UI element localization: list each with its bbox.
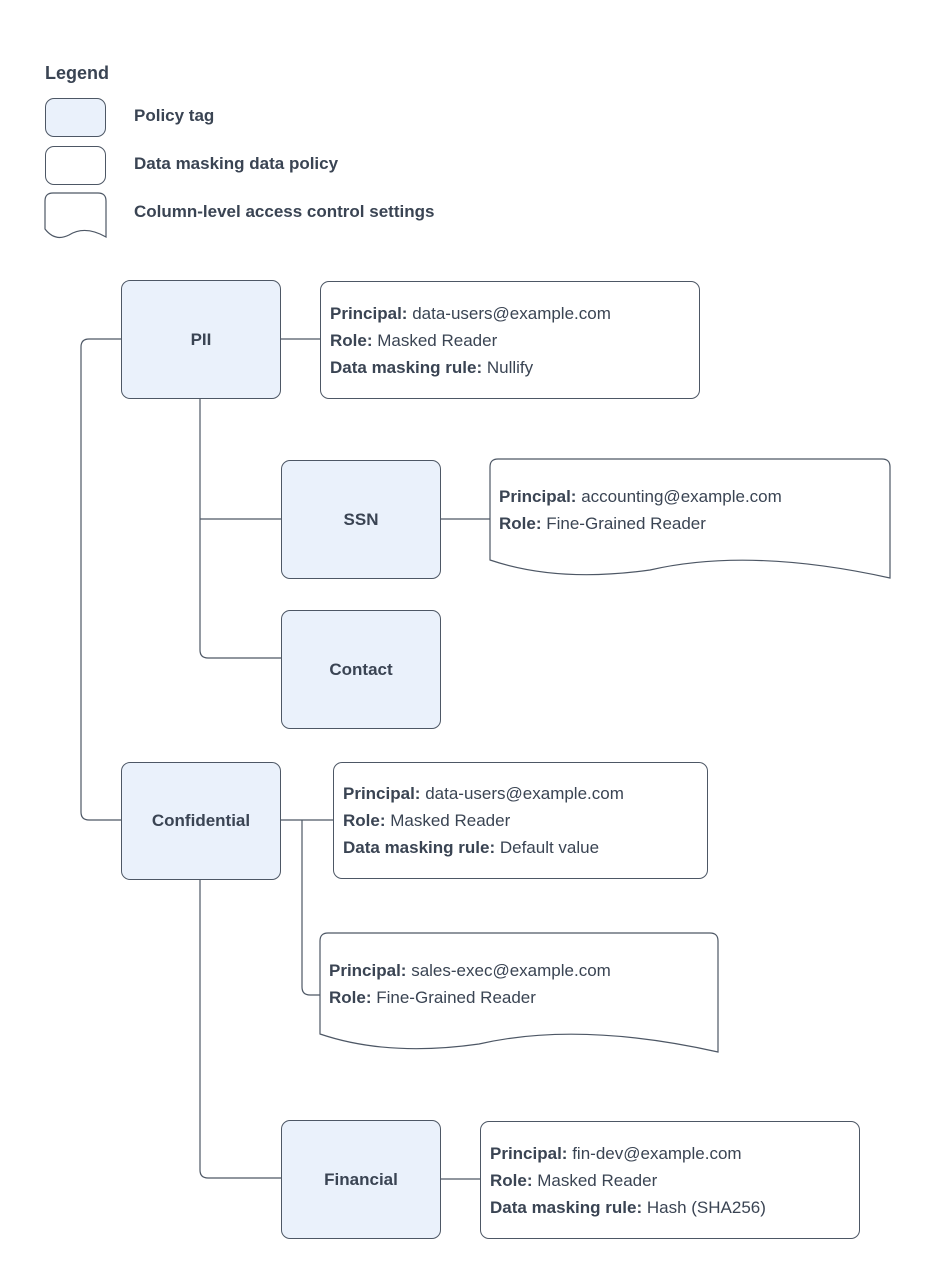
- field-value: accounting@example.com: [581, 487, 782, 506]
- connector-confidential-access: [301, 820, 320, 996]
- policy-tag-contact-label: Contact: [329, 659, 393, 679]
- policy-tag-ssn: SSN: [281, 460, 441, 579]
- policy-field: Principal: sales-exec@example.com: [329, 957, 718, 984]
- data-policy-pii: Principal: data-users@example.com Role: …: [320, 281, 700, 399]
- legend-access-settings-swatch: [44, 192, 107, 239]
- policy-tag-pii: PII: [121, 280, 281, 399]
- document-shape: [489, 458, 891, 579]
- access-settings-confidential: Principal: sales-exec@example.com Role: …: [319, 932, 719, 1054]
- field-label: Data masking rule:: [330, 357, 483, 377]
- field-label: Principal:: [329, 961, 407, 980]
- legend-policy-tag-swatch: [45, 98, 106, 137]
- policy-field: Role: Fine-Grained Reader: [499, 510, 890, 537]
- policy-tag-contact: Contact: [281, 610, 441, 729]
- policy-field: Principal: accounting@example.com: [499, 483, 890, 510]
- document-shape: [319, 932, 719, 1053]
- legend-data-policy-swatch: [45, 146, 106, 185]
- policy-field: Role: Fine-Grained Reader: [329, 984, 718, 1011]
- connector-pii-children-trunk: [199, 399, 281, 659]
- field-label: Principal:: [490, 1143, 568, 1163]
- field-label: Role:: [490, 1170, 533, 1190]
- legend-item-data-policy: Data masking data policy: [134, 154, 339, 173]
- policy-tag-confidential-label: Confidential: [151, 811, 251, 830]
- field-label: Role:: [343, 811, 386, 830]
- policy-tag-financial-label: Financial: [324, 1169, 398, 1189]
- connector-trunk-pii-confidential: [80, 338, 121, 821]
- field-label: Role:: [499, 514, 542, 533]
- policy-field: Principal: data-users@example.com: [343, 780, 707, 807]
- policy-tag-ssn-label: SSN: [343, 509, 379, 529]
- legend-item-access-settings: Column-level access control settings: [134, 202, 435, 221]
- field-value: Masked Reader: [377, 330, 498, 350]
- connector-confidential-financial: [199, 880, 281, 1179]
- field-value: Nullify: [486, 357, 534, 377]
- field-value: Fine-Grained Reader: [546, 514, 706, 533]
- field-label: Data masking rule:: [343, 838, 496, 857]
- policy-tag-financial: Financial: [281, 1120, 441, 1239]
- field-value: Default value: [499, 838, 600, 857]
- field-label: Data masking rule:: [490, 1197, 643, 1217]
- field-label: Role:: [330, 330, 373, 350]
- field-value: Hash (SHA256): [646, 1197, 766, 1217]
- policy-field: Role: Masked Reader: [330, 327, 699, 354]
- field-value: Masked Reader: [390, 811, 511, 830]
- data-policy-financial: Principal: fin-dev@example.com Role: Mas…: [480, 1121, 860, 1239]
- policy-tag-pii-label: PII: [190, 329, 212, 349]
- field-value: data-users@example.com: [425, 784, 624, 803]
- policy-field: Role: Masked Reader: [343, 807, 707, 834]
- policy-field: Principal: fin-dev@example.com: [490, 1140, 859, 1167]
- field-label: Principal:: [330, 303, 408, 323]
- field-value: Fine-Grained Reader: [376, 988, 536, 1007]
- policy-field: Data masking rule: Nullify: [330, 354, 699, 381]
- legend-item-policy-tag: Policy tag: [134, 106, 215, 125]
- field-value: sales-exec@example.com: [411, 961, 611, 980]
- access-settings-ssn: Principal: accounting@example.com Role: …: [489, 458, 891, 580]
- field-value: data-users@example.com: [412, 303, 611, 323]
- field-value: Masked Reader: [537, 1170, 658, 1190]
- field-label: Principal:: [343, 784, 421, 803]
- policy-field: Role: Masked Reader: [490, 1167, 859, 1194]
- policy-field: Principal: data-users@example.com: [330, 300, 699, 327]
- field-label: Role:: [329, 988, 372, 1007]
- field-value: fin-dev@example.com: [572, 1143, 742, 1163]
- data-policy-confidential: Principal: data-users@example.com Role: …: [333, 762, 708, 879]
- policy-field: Data masking rule: Default value: [343, 834, 707, 861]
- field-label: Principal:: [499, 487, 577, 506]
- policy-tag-confidential: Confidential: [121, 762, 281, 880]
- policy-field: Data masking rule: Hash (SHA256): [490, 1194, 859, 1221]
- legend-title: Legend: [45, 63, 110, 83]
